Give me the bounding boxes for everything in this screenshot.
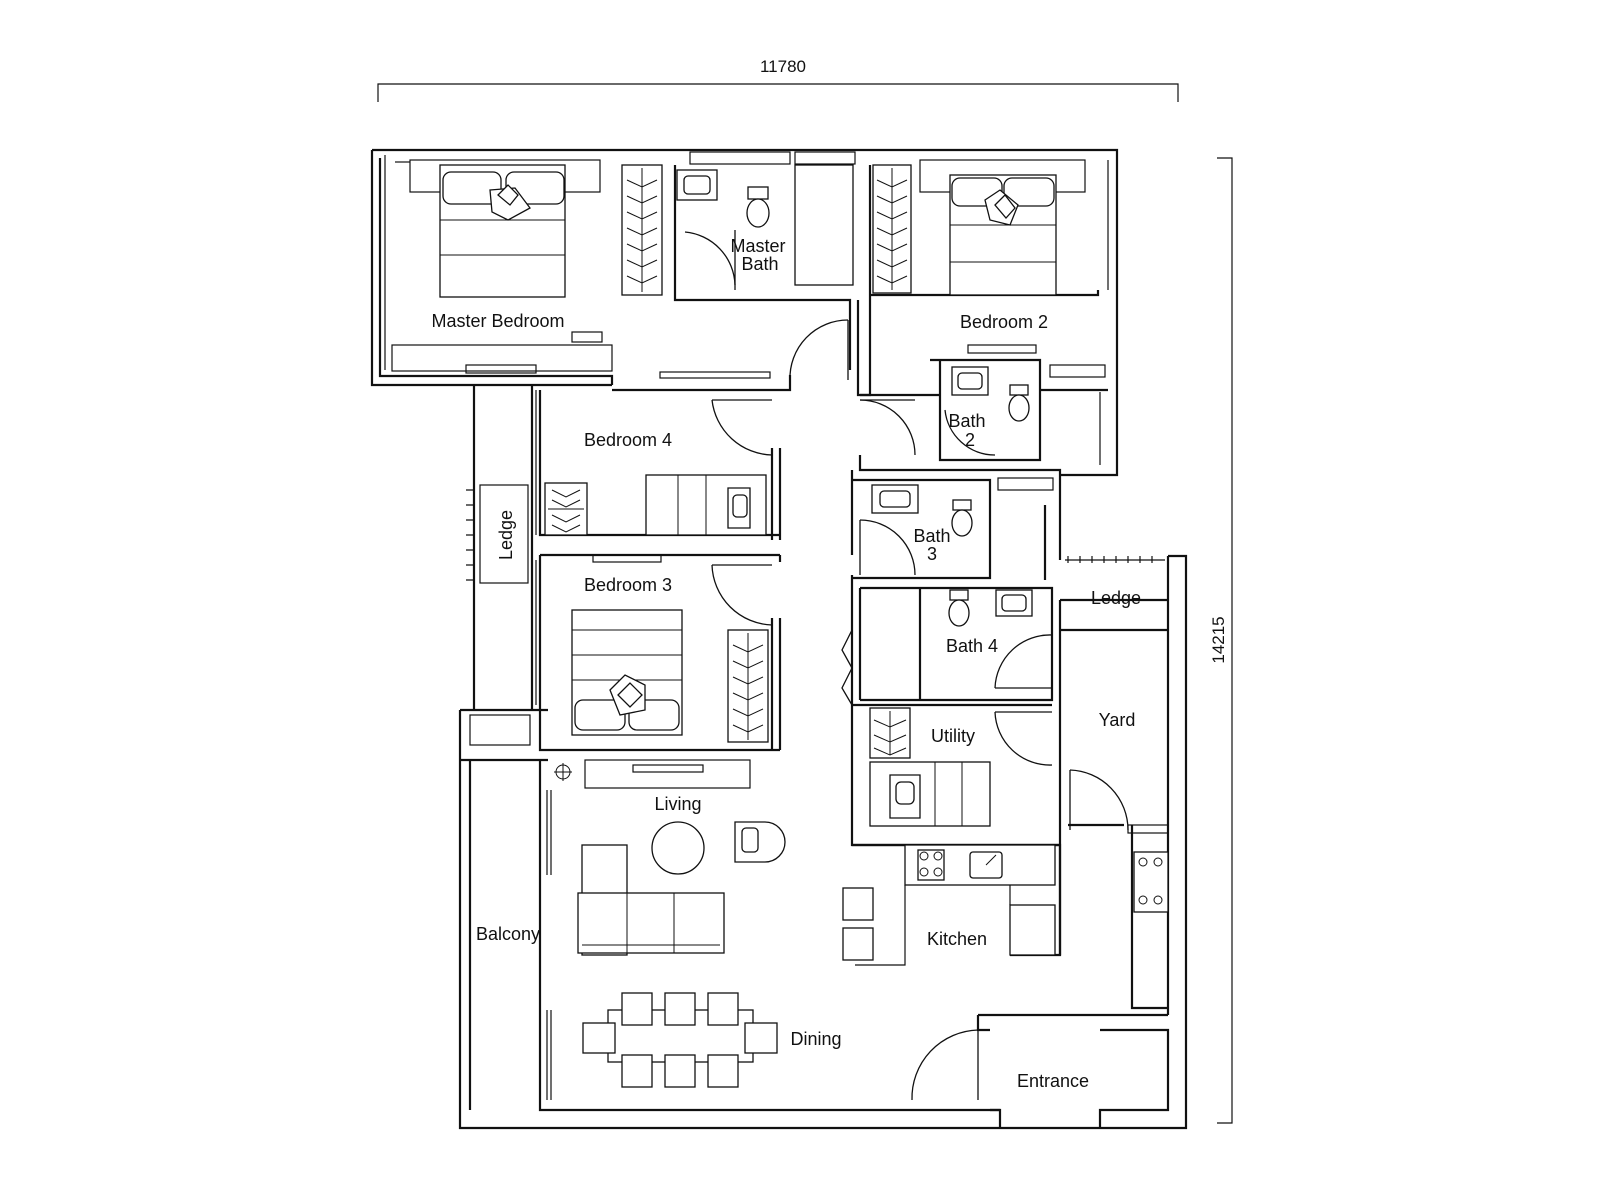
room-labels: Master Bedroom Master Bath Bedroom 2 Bat… [431,236,1141,1091]
label-entrance: Entrance [1017,1071,1089,1091]
utility-washer [869,761,991,827]
label-utility: Utility [931,726,975,746]
sofa [577,892,725,954]
label-bath-3-1: Bath [913,526,950,546]
doors [659,230,1129,1101]
label-bedroom-3: Bedroom 3 [584,575,672,595]
label-ledge-right: Ledge [1091,588,1141,608]
label-bath-4: Bath 4 [946,636,998,656]
label-yard: Yard [1099,710,1136,730]
label-ledge-left: Ledge [496,510,516,560]
dimension-width-label: 11780 [760,57,806,76]
label-bedroom-2: Bedroom 2 [960,312,1048,332]
dimension-width: 11780 [377,57,1179,102]
furniture [439,164,1169,1088]
label-bath-2-1: Bath [948,411,985,431]
label-kitchen: Kitchen [927,929,987,949]
label-master-bedroom: Master Bedroom [431,311,564,331]
label-dining: Dining [790,1029,841,1049]
dimension-depth-label: 14215 [1209,616,1228,663]
label-master-bath-1: Master [730,236,785,256]
windows [384,151,1169,1100]
label-living: Living [654,794,701,814]
label-balcony: Balcony [476,924,540,944]
label-bedroom-4: Bedroom 4 [584,430,672,450]
label-bath-3-2: 3 [927,544,937,564]
label-bath-2-2: 2 [965,430,975,450]
dimension-depth: 14215 [1209,157,1233,1124]
label-master-bath-2: Bath [741,254,778,274]
coffee-table [651,821,705,875]
